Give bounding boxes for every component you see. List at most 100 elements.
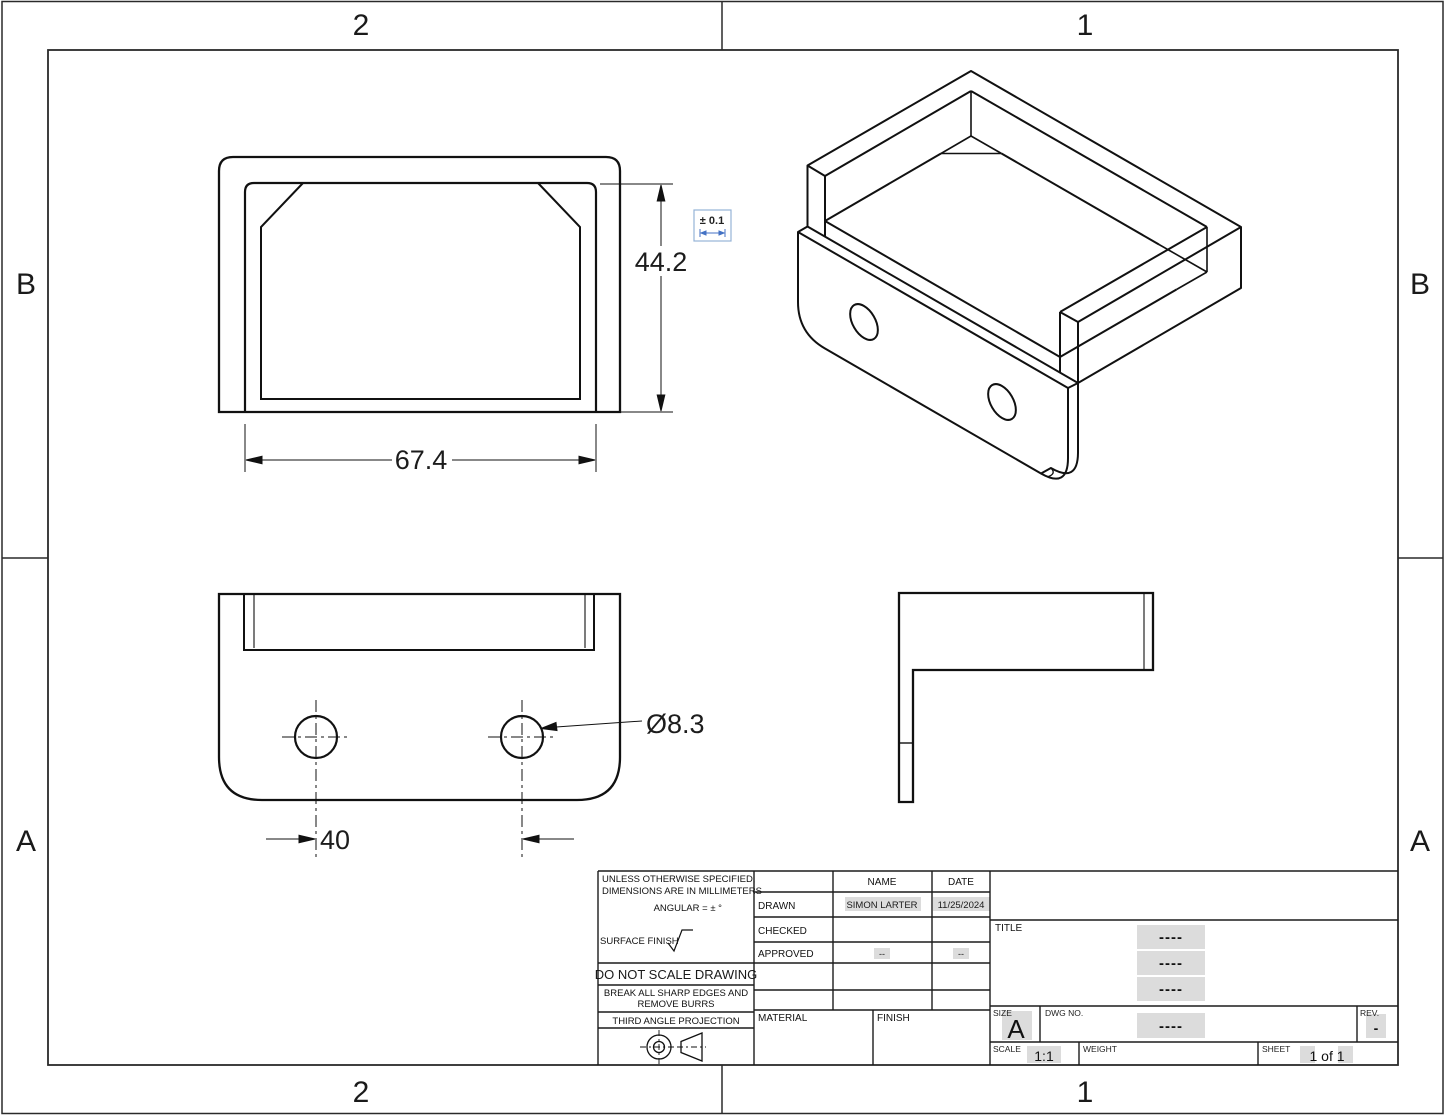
material-label: MATERIAL — [758, 1013, 808, 1024]
third-angle-projection-icon — [640, 1030, 706, 1064]
surface-finish-label: SURFACE FINISH — [600, 936, 679, 947]
zone-label-bottom-2: 2 — [353, 1076, 370, 1109]
sheet-inner-frame — [47, 49, 1399, 1066]
top-view-outer-outline — [217, 155, 622, 414]
do-not-scale-label: DO NOT SCALE DRAWING — [595, 967, 758, 982]
dim-spacing-text: 40 — [320, 825, 350, 855]
zone-labels: 2 1 2 1 B A B A — [16, 9, 1430, 1109]
scale-value[interactable]: 1:1 — [1034, 1048, 1054, 1064]
iso-flange-fillet-right — [1040, 457, 1069, 480]
dim-width: 67.4 — [244, 424, 597, 475]
tolerance-arrow-icon — [699, 229, 726, 237]
dim-height-arrow-bottom — [656, 394, 666, 412]
row-approved-label: APPROVED — [758, 949, 814, 960]
header-name: NAME — [868, 877, 897, 888]
iso-chamfer-back-left — [940, 91, 1002, 155]
iso-hole-left — [849, 303, 879, 341]
side-view — [897, 591, 1155, 804]
title-block-grid — [597, 870, 1398, 1065]
dim-spacing-arrow-right — [522, 834, 540, 844]
title-label: TITLE — [995, 923, 1023, 934]
rev-label: REV. — [1360, 1008, 1379, 1018]
iso-rim-left — [824, 90, 972, 177]
dim-width-text: 67.4 — [395, 445, 448, 475]
front-view-centerlines — [282, 700, 556, 858]
size-value[interactable]: A — [1007, 1014, 1025, 1044]
tolerance-annotation[interactable]: ± 0.1 — [693, 209, 732, 242]
title-placeholder-2[interactable]: ---- — [1159, 955, 1183, 972]
zone-label-right-a: A — [1410, 825, 1430, 858]
title-placeholder-3[interactable]: ---- — [1159, 981, 1183, 998]
top-view — [217, 155, 622, 414]
iso-outer-silhouette — [797, 70, 1242, 475]
dim-hole-text: Ø8.3 — [646, 709, 705, 739]
dim-hole-arrow — [540, 721, 558, 732]
weight-label: WEIGHT — [1083, 1044, 1117, 1054]
dim-height: 44.2 — [600, 183, 688, 413]
iso-right-wall-front-top — [1059, 311, 1079, 323]
dwg-no-value[interactable]: ---- — [1159, 1018, 1183, 1035]
iso-chamfer-back-right — [1158, 227, 1208, 291]
header-date: DATE — [948, 877, 974, 888]
top-view-pocket-floor — [260, 182, 581, 400]
finish-label: FINISH — [877, 1013, 910, 1024]
title-block: UNLESS OTHERWISE SPECIFIED, DIMENSIONS A… — [595, 870, 1398, 1065]
isometric-view — [797, 70, 1242, 480]
title-placeholder-1[interactable]: ---- — [1159, 929, 1183, 946]
iso-tray-base-edge — [806, 225, 1079, 384]
dim-spacing-arrow-left — [298, 834, 316, 844]
zone-label-left-a: A — [16, 825, 36, 858]
angular-note: ANGULAR = ± ° — [654, 903, 723, 914]
row-checked-label: CHECKED — [758, 926, 807, 937]
iso-floor-left-edge — [824, 152, 942, 222]
iso-front-wall-top-edge — [824, 220, 1061, 358]
iso-flange-end-top — [1067, 382, 1079, 389]
row-approved-date: -- — [958, 949, 964, 959]
iso-right-wall-top-outer — [1077, 226, 1242, 323]
front-view — [217, 592, 622, 858]
side-view-outline — [897, 591, 1155, 804]
deburr-line2: REMOVE BURRS — [637, 999, 714, 1010]
dim-height-arrow-top — [656, 184, 666, 202]
front-view-outline — [217, 592, 622, 802]
dim-width-arrow-left — [245, 455, 263, 465]
zone-label-top-2: 2 — [353, 9, 370, 42]
dim-spacing: 40 — [266, 825, 574, 855]
zone-label-right-b: B — [1410, 268, 1430, 301]
iso-flange-top-edge — [797, 231, 1069, 389]
deburr-line1: BREAK ALL SHARP EDGES AND — [604, 988, 748, 999]
projection-label: THIRD ANGLE PROJECTION — [612, 1016, 739, 1027]
iso-rim-right — [1059, 226, 1208, 313]
sheet-value[interactable]: 1 of 1 — [1309, 1048, 1344, 1064]
front-view-tray-band — [243, 594, 595, 651]
row-drawn-label: DRAWN — [758, 901, 795, 912]
size-label: SIZE — [993, 1008, 1012, 1018]
dim-height-text: 44.2 — [635, 247, 688, 277]
dwg-no-label: DWG NO. — [1045, 1008, 1083, 1018]
surface-finish-icon — [667, 929, 693, 953]
title-block-field-highlights — [845, 897, 1386, 1063]
tolerance-text: ± 0.1 — [700, 215, 724, 227]
scale-label: SCALE — [993, 1044, 1021, 1054]
rev-value[interactable]: - — [1374, 1020, 1379, 1036]
iso-rim-back — [970, 90, 1208, 228]
row-approved-name: -- — [879, 949, 885, 959]
row-drawn-name: SIMON LARTER — [846, 900, 917, 911]
zone-label-left-b: B — [16, 268, 36, 301]
row-drawn-date: 11/25/2024 — [938, 900, 985, 911]
notes-line2: DIMENSIONS ARE IN MILLIMETERS — [602, 886, 762, 897]
iso-hole-right — [987, 383, 1017, 421]
dim-hole: Ø8.3 — [540, 709, 705, 739]
iso-left-wall-front-top — [806, 164, 826, 177]
zone-label-top-1: 1 — [1077, 9, 1094, 42]
zone-label-bottom-1: 1 — [1077, 1076, 1094, 1109]
sheet-label: SHEET — [1262, 1044, 1290, 1054]
iso-fillet-detail — [1046, 467, 1054, 478]
top-view-pocket-opening — [243, 181, 598, 412]
notes-line1: UNLESS OTHERWISE SPECIFIED, — [602, 874, 755, 885]
iso-floor-back-edge — [1000, 152, 1160, 246]
iso-floor-right-edge — [1059, 288, 1178, 358]
